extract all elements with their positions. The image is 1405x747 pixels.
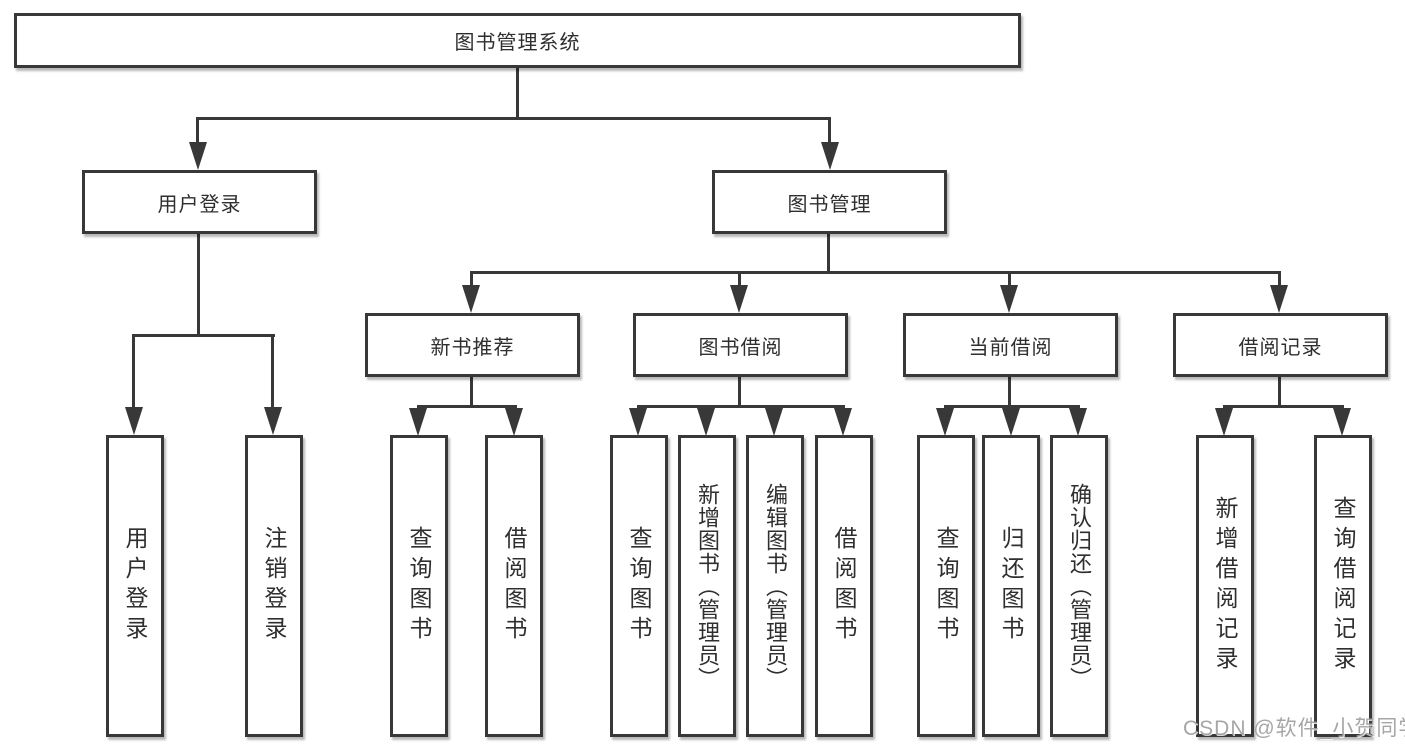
- arrow-down-icon: [834, 408, 852, 436]
- arrow-down-icon: [462, 285, 480, 313]
- node-book-borrowing: 图书借阅: [633, 313, 848, 377]
- leaf-query-books-current: 查询图书: [917, 435, 975, 737]
- connector-user-login-drop: [196, 117, 199, 144]
- connector-user-login-stem: [197, 233, 200, 336]
- leaf-logout: 注销登录: [245, 435, 303, 737]
- arrow-down-icon: [189, 142, 207, 170]
- arrow-down-icon: [264, 407, 282, 435]
- connector-level2-bar: [196, 117, 831, 120]
- connector-new-rec-children-bar: [417, 405, 517, 408]
- connector-logout-leaf-drop: [271, 334, 274, 409]
- arrow-down-icon: [765, 408, 783, 436]
- arrow-down-icon: [936, 408, 954, 436]
- connector-user-login-children-bar: [132, 334, 275, 337]
- leaf-query-borrow-record: 查询借阅记录: [1314, 435, 1372, 737]
- arrow-down-icon: [1215, 408, 1233, 436]
- leaf-borrow-books-recommend: 借阅图书: [485, 435, 543, 737]
- csdn-watermark: CSDN @软件_小贺同学: [1183, 717, 1405, 740]
- connector-root-stem: [516, 66, 519, 119]
- node-borrow-records: 借阅记录: [1173, 313, 1388, 377]
- arrow-down-icon: [505, 408, 523, 436]
- connector-book-mgmt-stem: [827, 233, 830, 274]
- arrow-down-icon: [409, 408, 427, 436]
- node-current-borrowing: 当前借阅: [903, 313, 1118, 377]
- arrow-down-icon: [1333, 408, 1351, 436]
- arrow-down-icon: [1270, 285, 1288, 313]
- leaf-query-books-borrowing: 查询图书: [610, 435, 668, 737]
- connector-current-borrow-children-bar: [944, 405, 1080, 408]
- leaf-user-login: 用户登录: [106, 435, 164, 737]
- leaf-edit-books-admin: 编辑图书（管理员）: [746, 435, 804, 737]
- node-user-login: 用户登录: [82, 170, 317, 234]
- arrow-down-icon: [1000, 285, 1018, 313]
- leaf-query-books-recommend: 查询图书: [390, 435, 448, 737]
- connector-borrow-records-drop: [1278, 271, 1281, 287]
- connector-current-borrow-stem: [1008, 377, 1011, 407]
- connector-book-mgmt-drop: [828, 117, 831, 144]
- connector-current-borrow-drop: [1008, 271, 1011, 287]
- connector-book-borrow-drop: [738, 271, 741, 287]
- leaf-add-borrow-record: 新增借阅记录: [1196, 435, 1254, 737]
- arrow-down-icon: [629, 408, 647, 436]
- arrow-down-icon: [1069, 408, 1087, 436]
- arrow-down-icon: [125, 407, 143, 435]
- connector-new-rec-stem: [470, 377, 473, 407]
- node-new-book-recommend: 新书推荐: [365, 313, 580, 377]
- node-book-management: 图书管理: [712, 170, 947, 234]
- arrow-down-icon: [1002, 408, 1020, 436]
- leaf-return-books: 归还图书: [982, 435, 1040, 737]
- connector-book-borrow-stem: [738, 377, 741, 407]
- connector-level3-bar: [470, 271, 1281, 274]
- connector-login-leaf-drop: [132, 334, 135, 409]
- arrow-down-icon: [697, 408, 715, 436]
- connector-borrow-records-children-bar: [1223, 405, 1344, 408]
- node-root: 图书管理系统: [14, 13, 1021, 68]
- arrow-down-icon: [821, 142, 839, 170]
- connector-borrow-records-stem: [1278, 377, 1281, 407]
- connector-book-borrow-children-bar: [637, 405, 845, 408]
- leaf-confirm-return-admin: 确认归还（管理员）: [1050, 435, 1108, 737]
- leaf-borrow-books: 借阅图书: [815, 435, 873, 737]
- connector-new-rec-drop: [470, 271, 473, 287]
- arrow-down-icon: [730, 285, 748, 313]
- leaf-add-books-admin: 新增图书（管理员）: [678, 435, 736, 737]
